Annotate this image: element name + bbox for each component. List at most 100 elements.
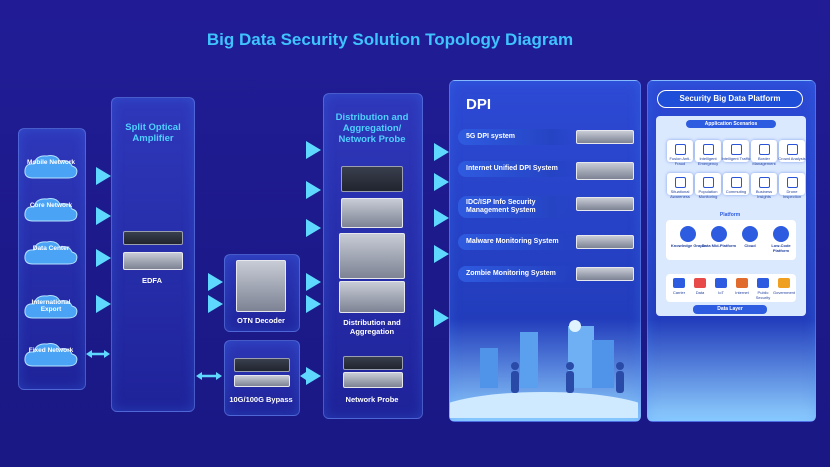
dpi-server [576, 267, 634, 281]
switch-4 [339, 281, 405, 313]
source-icon [778, 278, 790, 288]
platform-name: Cloud [744, 243, 756, 248]
dpi-system-label: Zombie Monitoring System [466, 270, 556, 277]
dpi-server [576, 162, 634, 180]
edfa-label: EDFA [141, 276, 162, 285]
network-label: Mobile Network [26, 159, 76, 166]
app-icon [731, 177, 742, 188]
dpi-system: 5G DPI system [458, 129, 576, 145]
bypass-device-top [234, 358, 290, 372]
cloud-icon [24, 155, 78, 179]
bypass-device-bottom [234, 375, 290, 387]
app-icon [703, 144, 714, 155]
platform-icon [709, 224, 729, 244]
aggregation-label: Distribution and Aggregation [343, 318, 401, 336]
dpi-server [576, 197, 634, 211]
app-card [779, 140, 805, 162]
app-label: Drone Inspection [782, 189, 802, 199]
probe-device-bottom [343, 372, 403, 388]
app-icon [787, 144, 798, 155]
app-icon [731, 144, 742, 155]
platform-icon [740, 224, 760, 244]
source-label: Internet [735, 290, 749, 295]
distribution-title: Distribution and Aggregation/ Network Pr… [335, 112, 409, 145]
cloud-icon [24, 295, 78, 319]
network-cloud: Mobile Network [23, 152, 79, 180]
source-icon [757, 278, 769, 288]
city-illustration [450, 320, 638, 418]
otn-label: OTN Decoder [237, 316, 285, 325]
app-card [779, 173, 805, 195]
app-card [723, 173, 749, 195]
network-cloud: International Export [23, 292, 79, 320]
switch-3 [339, 233, 405, 279]
source-icon [673, 278, 685, 288]
bypass-label: 10G/100G Bypass [229, 395, 293, 404]
app-card [695, 140, 721, 162]
dpi-server [576, 130, 634, 144]
app-card [751, 173, 777, 195]
source-label: Carrier [672, 290, 686, 295]
platform-label: Platform [719, 212, 741, 218]
network-cloud: Core Network [23, 195, 79, 223]
app-label: Crowd Analysis [778, 156, 806, 161]
app-icon [787, 177, 798, 188]
platform-name: Low-Code Platform [771, 243, 791, 253]
platform-icon [678, 224, 698, 244]
switch-1 [341, 166, 403, 192]
app-label: Intelligent Traffic [721, 156, 751, 161]
amplifier-title: Split Optical Amplifier [125, 122, 181, 144]
app-label: Population Monitoring [698, 189, 718, 199]
app-scenarios-label: Application Scenarios [686, 120, 776, 128]
otn-device [236, 260, 286, 312]
cloud-icon [24, 198, 78, 222]
dpi-title: DPI [466, 96, 492, 113]
dpi-system: IDC/ISP Info Security Management System [458, 196, 576, 218]
source-icon [694, 278, 706, 288]
edfa-device-top [123, 231, 183, 245]
platform-icon [771, 224, 791, 244]
dpi-system-label: Malware Monitoring System [466, 238, 559, 245]
network-label: International Export [31, 299, 71, 313]
app-icon [759, 177, 770, 188]
network-cloud: Data Center [23, 238, 79, 266]
network-label: Fixed Network [28, 347, 74, 354]
source-label: Government [773, 290, 796, 295]
switch-2 [341, 198, 403, 228]
platform-title: Security Big Data Platform [657, 90, 803, 108]
platform-name: Knowledge Graph [670, 243, 706, 248]
app-card [667, 173, 693, 195]
app-card [751, 140, 777, 162]
network-cloud: Fixed Network [23, 340, 79, 368]
dpi-system: Malware Monitoring System [458, 234, 576, 250]
source-icon [736, 278, 748, 288]
network-label: Core Network [29, 202, 73, 209]
app-icon [759, 144, 770, 155]
cloud-icon [24, 343, 78, 367]
cloud-icon [24, 241, 78, 265]
probe-device-top [343, 356, 403, 370]
data-layer-label: Data Layer [693, 305, 767, 314]
dpi-server [576, 235, 634, 249]
platform-name: Data Mid-Platform [701, 243, 737, 248]
edfa-device-bottom [123, 252, 183, 270]
page-title: Big Data Security Solution Topology Diag… [206, 30, 574, 49]
app-icon [703, 177, 714, 188]
source-label: IoT [718, 290, 724, 295]
probe-label: Network Probe [345, 395, 399, 404]
source-label: Data [695, 290, 705, 295]
dpi-system: Zombie Monitoring System [458, 266, 576, 282]
app-icon [675, 177, 686, 188]
source-icon [715, 278, 727, 288]
app-label: Border Management [752, 156, 776, 166]
source-label: Public Security [755, 290, 771, 300]
app-card [695, 173, 721, 195]
dpi-system: Internet Unified DPI System [458, 161, 576, 177]
app-card [723, 140, 749, 162]
dpi-system-label: 5G DPI system [466, 133, 516, 140]
app-label: Commuting [725, 189, 747, 194]
app-icon [675, 144, 686, 155]
app-card [667, 140, 693, 162]
